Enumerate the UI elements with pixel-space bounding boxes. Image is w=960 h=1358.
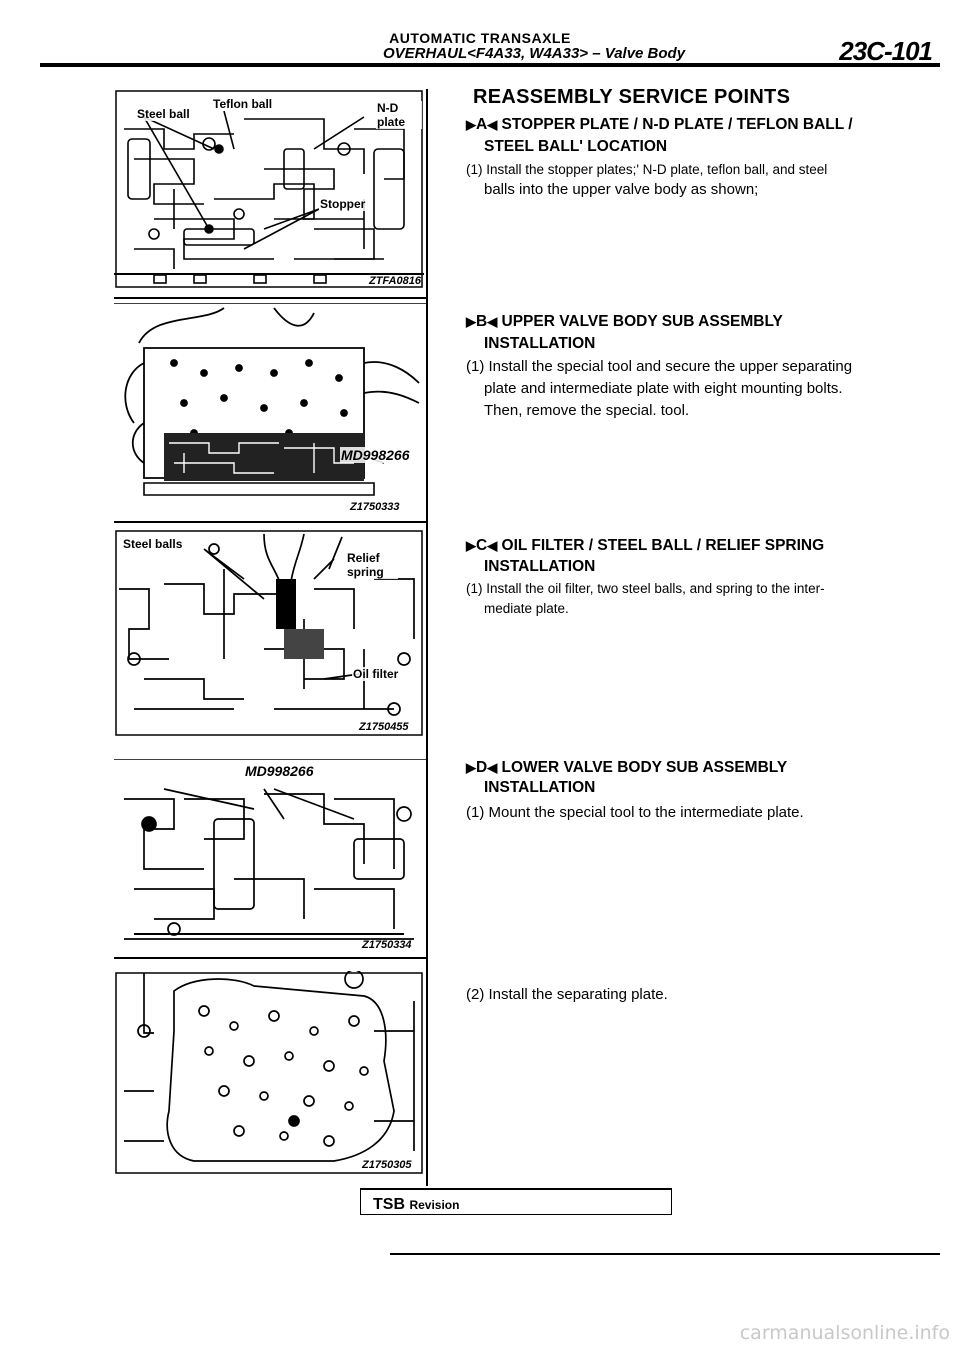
section-b-heading-cont: INSTALLATION: [484, 335, 596, 352]
main-heading: REASSEMBLY SERVICE POINTS: [473, 86, 791, 108]
section-c-heading: ▶C◀ OIL FILTER / STEEL BALL / RELIEF SPR…: [466, 537, 824, 555]
marker-arrow-icon: ▶: [466, 117, 476, 132]
section-d-step-1: (1) Mount the special tool to the interm…: [466, 804, 804, 821]
figure-stopper-location: Steel ball Teflon ball N-D plate Stopper…: [114, 89, 426, 297]
figure-divider: [114, 297, 426, 299]
label-steel-ball: Steel ball: [136, 107, 191, 121]
marker-arrow-left-icon: ◀: [487, 760, 498, 775]
section-title: UPPER VALVE BODY SUB ASSEMBLY: [501, 313, 783, 330]
figure-upper-body-installation: MD998266 Z1750333: [114, 303, 426, 517]
header-title: AUTOMATIC TRANSAXLE: [389, 30, 571, 46]
section-marker: B: [476, 313, 488, 330]
section-d-step-2: (2) Install the separating plate.: [466, 986, 668, 1003]
label-nd-plate: N-D plate: [376, 101, 422, 129]
marker-arrow-left-icon: ◀: [487, 117, 498, 132]
label-relief-spring: Relief spring: [346, 551, 398, 579]
section-a-step-1: (1) Install the stopper plates;' N-D pla…: [466, 162, 828, 198]
figure-code: Z1750333: [350, 501, 400, 513]
section-d-heading-cont: INSTALLATION: [484, 779, 596, 796]
figure-code: ZTFA0816: [369, 275, 421, 287]
column-divider: [426, 89, 428, 1186]
section-a-heading: ▶A◀ STOPPER PLATE / N-D PLATE / TEFLON B…: [466, 116, 853, 134]
label-special-tool: MD998266: [244, 763, 315, 779]
section-b-step-1: (1) Install the special tool and secure …: [466, 358, 853, 419]
section-c-step-1: (1) Install the oil filter, two steel ba…: [466, 581, 825, 616]
section-title: LOWER VALVE BODY SUB ASSEMBLY: [501, 759, 788, 776]
figure-code: Z1750455: [359, 721, 409, 733]
bottom-rule: [390, 1253, 940, 1255]
label-special-tool: MD998266: [340, 447, 411, 463]
section-title: OIL FILTER / STEEL BALL / RELIEF SPRING: [501, 537, 825, 554]
marker-arrow-icon: ▶: [466, 760, 476, 775]
section-title: STOPPER PLATE / N-D PLATE / TEFLON BALL …: [501, 116, 853, 133]
label-steel-balls: Steel balls: [122, 537, 184, 551]
section-d-heading: ▶D◀ LOWER VALVE BODY SUB ASSEMBLY: [466, 759, 787, 777]
header-subtitle: OVERHAUL<F4A33, W4A33> – Valve Body: [383, 45, 686, 62]
valve-body-drawing-4: [114, 759, 426, 940]
section-a-heading-cont: STEEL BALL' LOCATION: [484, 138, 668, 155]
marker-arrow-icon: ▶: [466, 314, 476, 329]
label-teflon-ball: Teflon ball: [212, 97, 274, 111]
section-c-heading-cont: INSTALLATION: [484, 558, 596, 575]
section-b-heading: ▶B◀ UPPER VALVE BODY SUB ASSEMBLY: [466, 313, 783, 331]
figure-oil-filter: Steel balls Relief spring Oil filter Z17…: [114, 529, 426, 739]
label-oil-filter: Oil filter: [352, 667, 400, 681]
page-number: 23C-101: [839, 36, 933, 66]
section-marker: D: [476, 759, 488, 776]
label-stopper: Stopper: [319, 197, 367, 211]
tsb-revision-box: [360, 1188, 672, 1215]
watermark: carmanualsonline.info: [739, 1322, 950, 1344]
valve-body-drawing-5: [115, 971, 423, 1174]
valve-body-drawing-1: [114, 90, 424, 288]
figure-lower-body-tool: MD998266 Z1750334: [114, 759, 426, 955]
marker-arrow-left-icon: ◀: [487, 538, 498, 553]
figure-code: Z1750334: [362, 939, 412, 951]
header-rule: [40, 63, 940, 67]
figure-code: Z1750305: [362, 1159, 412, 1171]
valve-body-drawing-2: [114, 303, 426, 496]
marker-arrow-left-icon: ◀: [487, 314, 498, 329]
section-marker: A: [476, 116, 488, 133]
tsb-label: TSB Revision: [373, 1196, 460, 1213]
figure-divider: [114, 957, 426, 959]
figure-separating-plate: Z1750305: [114, 971, 426, 1177]
marker-arrow-icon: ▶: [466, 538, 476, 553]
figure-divider: [114, 521, 426, 523]
section-marker: C: [476, 537, 488, 554]
